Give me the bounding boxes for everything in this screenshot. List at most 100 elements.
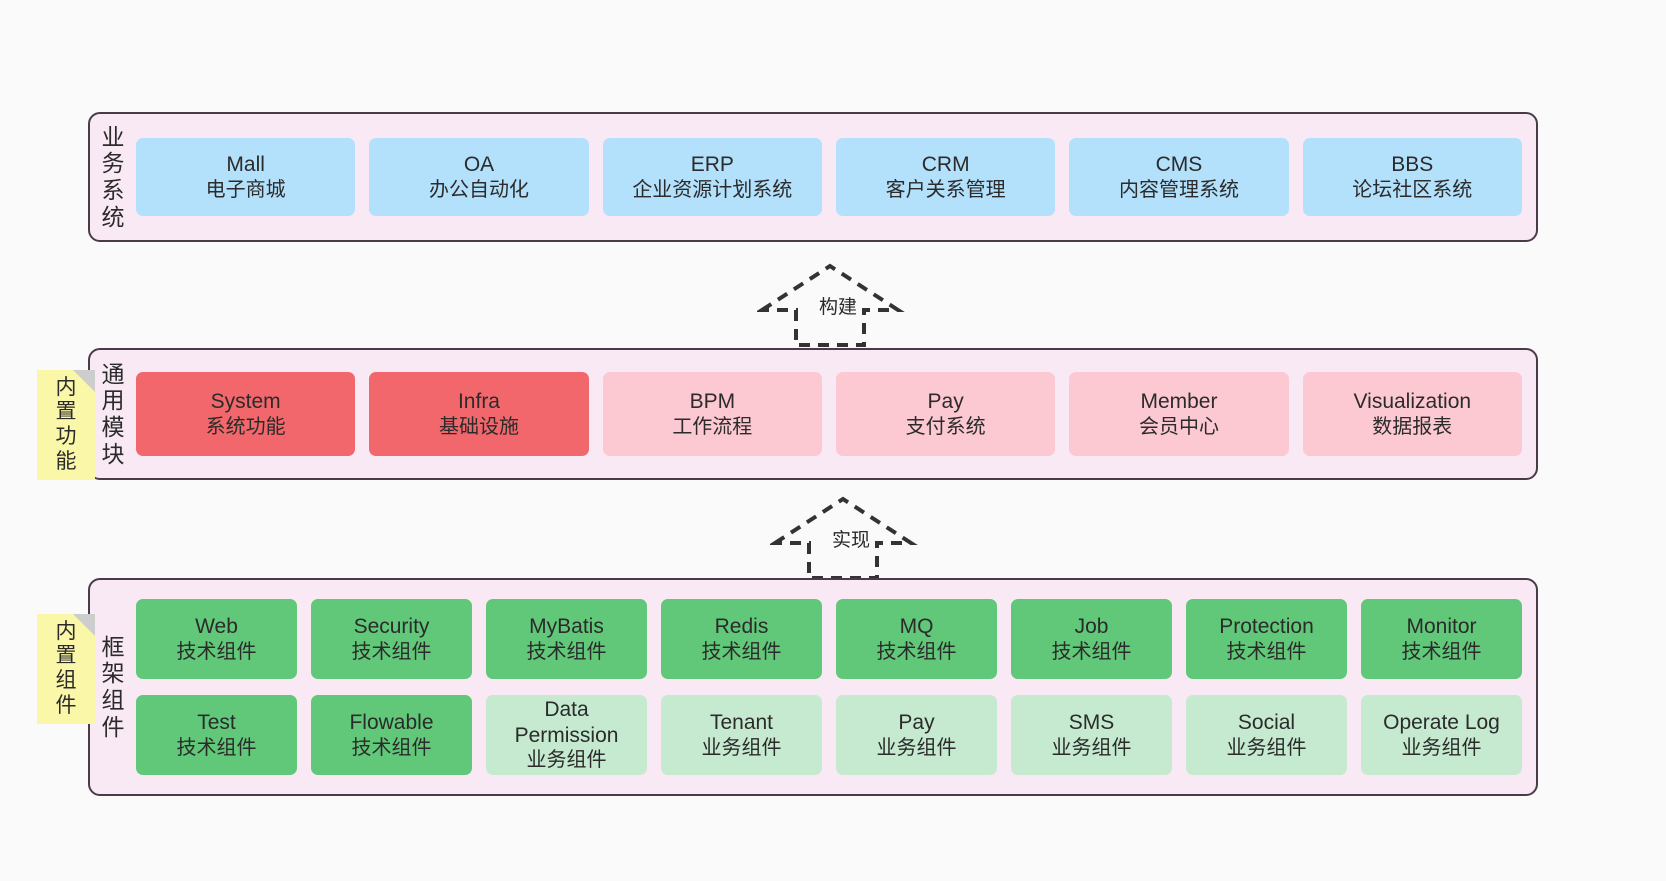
layer-framework-label: 框 架 组 件 — [90, 580, 136, 794]
card-subtitle: 技术组件 — [1401, 640, 1482, 663]
card-title: System — [210, 390, 281, 413]
card-title: Visualization — [1353, 390, 1472, 413]
card-title: SMS — [1068, 711, 1115, 734]
card-system[interactable]: System 系统功能 — [136, 372, 356, 456]
card-title: Protection — [1219, 615, 1314, 638]
card-subtitle: 论坛社区系统 — [1352, 178, 1473, 201]
card-title: Infra — [457, 390, 500, 413]
card-title: Mall — [226, 153, 265, 176]
card-subtitle: 业务组件 — [1051, 736, 1132, 759]
card-test[interactable]: Test 技术组件 — [136, 695, 297, 775]
card-title: Tenant — [709, 711, 774, 734]
card-redis[interactable]: Redis 技术组件 — [661, 599, 822, 679]
card-flowable[interactable]: Flowable 技术组件 — [311, 695, 472, 775]
layer-common-modules: 通 用 模 块 System 系统功能 Infra 基础设施 BPM 工作流程 — [88, 348, 1538, 480]
note-char: 组 — [55, 669, 77, 692]
card-security[interactable]: Security 技术组件 — [311, 599, 472, 679]
layer-modules-label: 通 用 模 块 — [90, 350, 136, 478]
card-subtitle: 技术组件 — [176, 736, 257, 759]
card-bbs[interactable]: BBS 论坛社区系统 — [1302, 138, 1522, 216]
note-char: 置 — [55, 644, 77, 668]
card-title: Data Permission — [514, 698, 619, 747]
card-infra[interactable]: Infra 基础设施 — [369, 372, 589, 456]
card-pay-component[interactable]: Pay 业务组件 — [836, 695, 997, 775]
card-social[interactable]: Social 业务组件 — [1186, 695, 1347, 775]
card-visualization[interactable]: Visualization 数据报表 — [1302, 372, 1522, 456]
card-bpm[interactable]: BPM 工作流程 — [602, 372, 822, 456]
card-title: Social — [1237, 711, 1296, 734]
card-subtitle: 基础设施 — [438, 415, 519, 438]
card-title: ERP — [690, 153, 734, 176]
card-web[interactable]: Web 技术组件 — [136, 599, 297, 679]
card-title: Web — [195, 615, 238, 638]
connector-implement-label: 实现 — [832, 530, 871, 551]
card-title: BPM — [689, 390, 736, 413]
note-char: 内 — [55, 619, 77, 643]
card-subtitle: 办公自动化 — [428, 178, 529, 201]
card-job[interactable]: Job 技术组件 — [1011, 599, 1172, 679]
note-char: 内 — [55, 375, 77, 399]
card-subtitle: 系统功能 — [205, 415, 286, 438]
note-char: 置 — [55, 400, 77, 424]
card-title: CRM — [921, 153, 970, 176]
card-subtitle: 业务组件 — [1401, 736, 1482, 759]
card-protection[interactable]: Protection 技术组件 — [1186, 599, 1347, 679]
card-row: System 系统功能 Infra 基础设施 BPM 工作流程 Pay 支付系统… — [136, 372, 1522, 456]
layer-label-char: 框 — [101, 633, 125, 660]
layer-business-systems: 业 务 系 统 Mall 电子商城 OA 办公自动化 ERP 企业资源计划系统 — [88, 112, 1538, 242]
connector-build: 构建 — [755, 258, 907, 350]
note-fold-icon — [73, 370, 95, 392]
card-member[interactable]: Member 会员中心 — [1069, 372, 1289, 456]
card-subtitle: 技术组件 — [876, 640, 957, 663]
layer-business-label: 业 务 系 统 — [90, 114, 136, 240]
card-subtitle: 技术组件 — [526, 640, 607, 663]
card-subtitle: 技术组件 — [176, 640, 257, 663]
layer-framework-body: Web 技术组件 Security 技术组件 MyBatis 技术组件 Redi… — [136, 580, 1536, 794]
card-title: Member — [1140, 390, 1218, 413]
card-cms[interactable]: CMS 内容管理系统 — [1069, 138, 1289, 216]
card-title: Monitor — [1406, 615, 1477, 638]
card-title: Flowable — [349, 711, 434, 734]
connector-build-label: 构建 — [819, 297, 858, 318]
card-pay-module[interactable]: Pay 支付系统 — [835, 372, 1056, 456]
note-char: 件 — [55, 693, 77, 717]
card-operate-log[interactable]: Operate Log 业务组件 — [1361, 695, 1522, 775]
card-subtitle: 技术组件 — [1226, 640, 1307, 663]
card-mall[interactable]: Mall 电子商城 — [136, 138, 356, 216]
note-char: 功 — [55, 425, 77, 448]
card-oa[interactable]: OA 办公自动化 — [369, 138, 589, 216]
card-subtitle: 业务组件 — [701, 736, 782, 759]
card-title: Job — [1074, 615, 1109, 638]
card-title: Pay — [898, 711, 935, 734]
card-mybatis[interactable]: MyBatis 技术组件 — [486, 599, 647, 679]
layer-label-char: 务 — [101, 150, 125, 177]
card-monitor[interactable]: Monitor 技术组件 — [1361, 599, 1522, 679]
card-data-permission[interactable]: Data Permission 业务组件 — [486, 695, 647, 775]
card-title: OA — [463, 153, 495, 176]
card-subtitle: 技术组件 — [701, 640, 782, 663]
layer-business-body: Mall 电子商城 OA 办公自动化 ERP 企业资源计划系统 CRM 客户关系… — [136, 114, 1536, 240]
card-title: Security — [353, 615, 430, 638]
card-subtitle: 电子商城 — [205, 178, 286, 201]
layer-label-char: 件 — [101, 713, 125, 740]
layer-label-char: 块 — [101, 440, 125, 467]
layer-label-char: 系 — [101, 177, 125, 203]
layer-modules-body: System 系统功能 Infra 基础设施 BPM 工作流程 Pay 支付系统… — [136, 350, 1536, 478]
card-subtitle: 内容管理系统 — [1118, 178, 1239, 201]
card-mq[interactable]: MQ 技术组件 — [836, 599, 997, 679]
layer-framework-components: 框 架 组 件 Web 技术组件 Security 技术组件 MyBatis 技… — [88, 578, 1538, 796]
card-tenant[interactable]: Tenant 业务组件 — [661, 695, 822, 775]
layer-label-char: 组 — [101, 687, 125, 713]
card-title: Operate Log — [1383, 711, 1500, 734]
card-subtitle: 工作流程 — [672, 415, 753, 438]
implement-arrow-icon — [768, 496, 918, 580]
card-crm[interactable]: CRM 客户关系管理 — [835, 138, 1056, 216]
card-title: MQ — [899, 615, 934, 638]
card-title: Test — [197, 711, 236, 734]
card-subtitle: 会员中心 — [1138, 415, 1219, 438]
layer-label-char: 架 — [101, 660, 125, 687]
card-sms[interactable]: SMS 业务组件 — [1011, 695, 1172, 775]
card-erp[interactable]: ERP 企业资源计划系统 — [602, 138, 822, 216]
card-subtitle: 数据报表 — [1372, 415, 1453, 438]
card-subtitle: 业务组件 — [1226, 736, 1307, 759]
